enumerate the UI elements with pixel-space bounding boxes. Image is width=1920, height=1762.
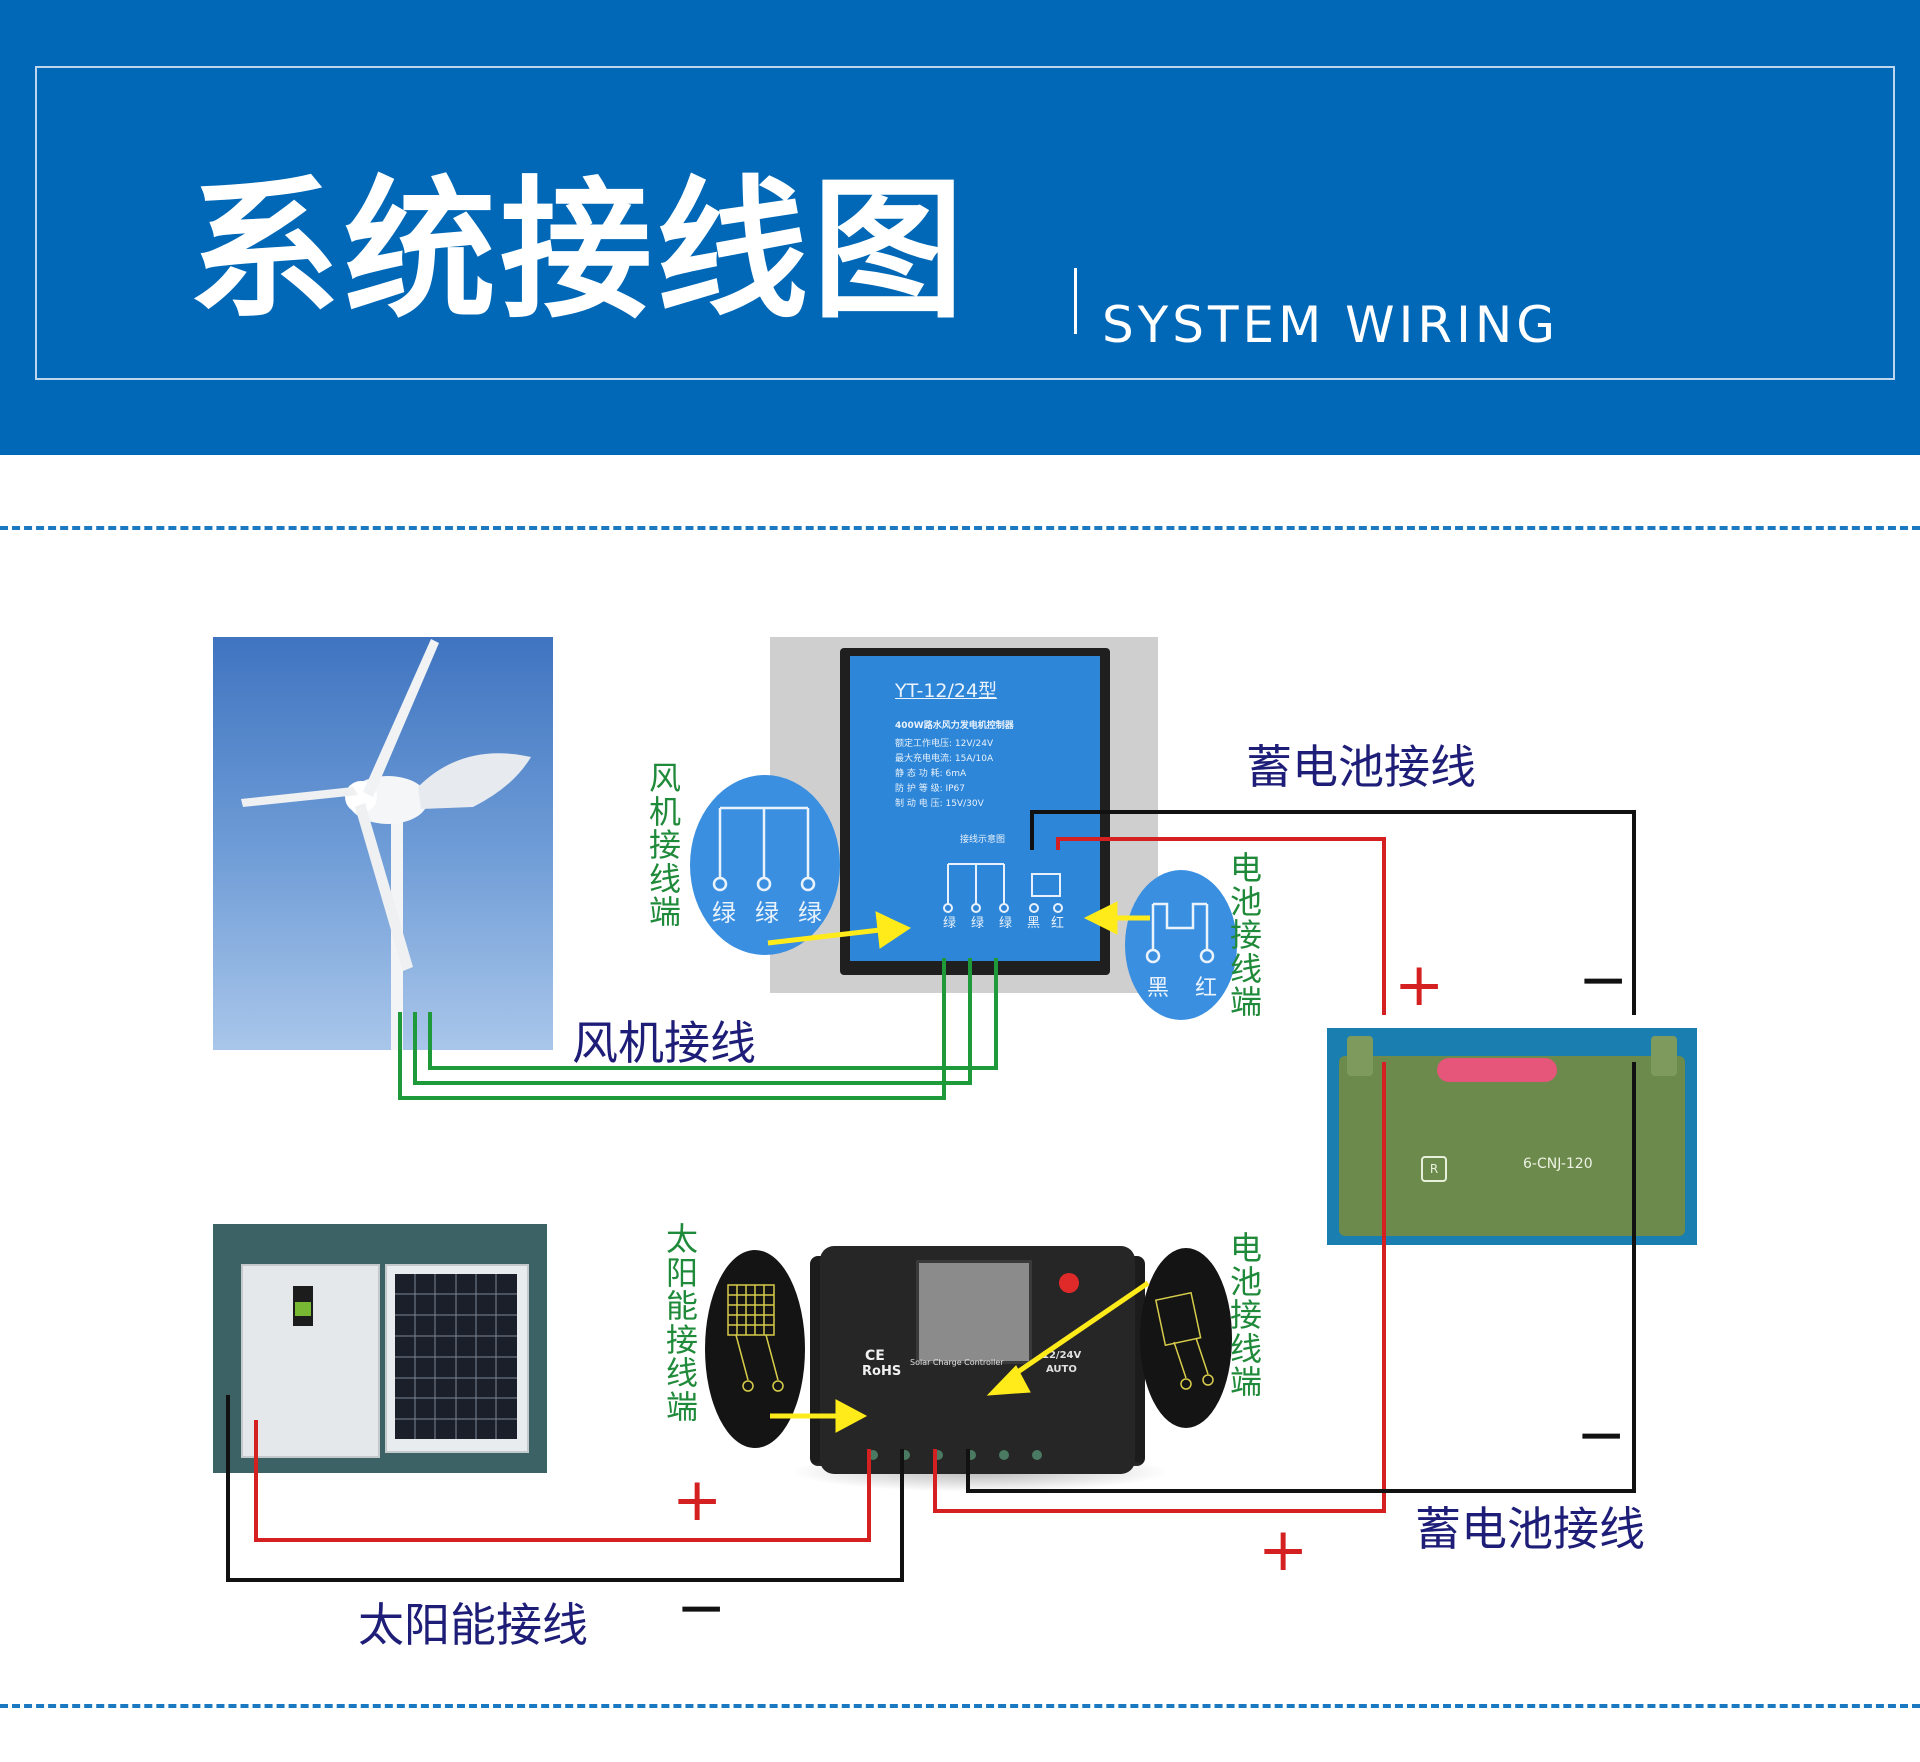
ce-mark: CE xyxy=(865,1348,885,1364)
wind-wire-2 xyxy=(413,958,972,1085)
controller-spec: 防 护 等 级: IP67 xyxy=(895,784,966,794)
battery-handle-left xyxy=(1347,1036,1373,1076)
lcd-display xyxy=(916,1260,1032,1364)
terminal-battery-negative[interactable] xyxy=(966,1450,976,1460)
rohs-mark: RoHS xyxy=(862,1364,902,1379)
solar-panel-front xyxy=(385,1264,529,1453)
arrow-solar-battery-terminal xyxy=(1004,1280,1150,1383)
solar-positive-wire xyxy=(254,1420,871,1542)
battery-plus-sign-top: + xyxy=(1394,950,1445,1020)
battery-terminal-callout: 黑 红 xyxy=(1125,870,1237,1020)
wind-terminal-schematic-icon xyxy=(712,806,816,892)
controller-spec: 最大充电电流: 15A/10A xyxy=(895,754,994,764)
terminal-label: 黑 xyxy=(1027,916,1041,931)
page-subtitle: SYSTEM WIRING xyxy=(1102,296,1560,354)
controller-spec: 制 动 电 压: 15V/30V xyxy=(895,799,984,809)
wind-wire-3 xyxy=(428,958,998,1070)
solar-battery-terminal-callout xyxy=(1140,1248,1232,1428)
terminal-label: 绿 xyxy=(712,899,736,927)
controller-spec: 额定工作电压: 12V/24V xyxy=(895,739,994,749)
terminal-battery-positive[interactable] xyxy=(933,1450,943,1460)
controller-spec: 静 态 功 耗: 6mA xyxy=(895,769,967,779)
arrow-wind-terminal-head xyxy=(875,911,912,949)
terminal-solar-negative[interactable] xyxy=(900,1450,910,1460)
callout-arrows xyxy=(767,901,1150,1433)
battery-schematic-icon xyxy=(1154,1291,1214,1390)
battery-handle-right xyxy=(1651,1036,1677,1076)
solar-controller-photo: CE RoHS Solar Charge Controller 12/24V A… xyxy=(810,1236,1145,1483)
controller-voltage: 12/24V xyxy=(1042,1350,1082,1361)
solar-battery-negative-wire xyxy=(966,1062,1636,1493)
dashed-divider-top xyxy=(0,526,1920,530)
battery-case xyxy=(1339,1056,1685,1236)
terminal-solar-positive[interactable] xyxy=(868,1450,878,1460)
wind-wire-1 xyxy=(398,958,946,1100)
terminal-label: 黑 xyxy=(1147,976,1170,1001)
solar-cells-icon xyxy=(395,1274,517,1439)
battery-minus-sign-top: − xyxy=(1578,945,1629,1015)
arrow-battery-terminal-head xyxy=(1083,901,1118,935)
controller-name: Solar Charge Controller xyxy=(910,1358,1004,1367)
terminal-load-negative[interactable] xyxy=(1032,1450,1042,1460)
solar-panel-schematic-icon xyxy=(727,1284,784,1392)
wind-terminal-callout: 绿 绿 绿 xyxy=(690,775,840,955)
page-title: 系统接线图 xyxy=(188,162,968,339)
wind-controller-terminal-schematic-icon xyxy=(943,863,1063,913)
terminal-label: 绿 xyxy=(971,916,985,931)
solar-plus-sign: + xyxy=(672,1465,723,1535)
terminal-label: 绿 xyxy=(755,899,779,927)
wind-turbine-photo xyxy=(213,637,553,1050)
wind-terminal-label: 风机接线端 xyxy=(648,759,681,932)
junction-box-label xyxy=(295,1302,311,1316)
controller-name: 400W路水风力发电机控制器 xyxy=(895,721,1014,731)
controller-mode: AUTO xyxy=(1046,1364,1077,1375)
title-divider xyxy=(1074,268,1077,334)
wind-battery-negative-wire xyxy=(1030,810,1636,1015)
terminal-label: 绿 xyxy=(943,916,957,931)
setting-button[interactable] xyxy=(1059,1273,1079,1293)
battery-wiring-label-top: 蓄电池接线 xyxy=(1246,740,1476,794)
terminal-label: 绿 xyxy=(798,899,822,927)
solar-panel-back xyxy=(241,1264,380,1458)
battery-cable-coil xyxy=(1437,1058,1557,1082)
battery-terminal-schematic-icon xyxy=(1145,902,1215,964)
solar-terminal-label: 太阳能接线端 xyxy=(665,1220,698,1426)
battery-terminal-label: 电池接线端 xyxy=(1229,849,1262,1022)
controller-model: YT-12/24型 xyxy=(895,680,998,702)
header-frame xyxy=(35,66,1895,380)
solar-minus-sign: − xyxy=(676,1573,727,1643)
terminal-label: 红 xyxy=(1051,916,1065,931)
battery-wiring-label-bottom: 蓄电池接线 xyxy=(1415,1502,1645,1556)
battery-model: 6-CNJ-120 xyxy=(1523,1156,1593,1172)
solar-wiring-label: 太阳能接线 xyxy=(358,1598,588,1652)
arrow-wind-terminal xyxy=(767,927,881,946)
solar-battery-terminal-label: 电池接线端 xyxy=(1229,1229,1262,1402)
solar-negative-wire xyxy=(226,1395,904,1582)
terminal-load-positive[interactable] xyxy=(999,1450,1009,1460)
arrow-solar-terminal-head xyxy=(835,1399,868,1433)
wind-wiring-label: 风机接线 xyxy=(572,1016,756,1070)
battery-brand-logo-icon: R xyxy=(1421,1156,1447,1182)
arrow-solar-battery-terminal-head xyxy=(986,1365,1031,1396)
wind-battery-positive-wire xyxy=(1056,837,1386,1015)
wind-turbine-icon xyxy=(241,639,531,1050)
terminal-label: 红 xyxy=(1195,976,1218,1001)
battery-minus-sign-bottom: − xyxy=(1576,1400,1627,1470)
battery-plus-sign-bottom: + xyxy=(1258,1515,1309,1585)
wind-controller-faceplate: YT-12/24型 400W路水风力发电机控制器 额定工作电压: 12V/24V… xyxy=(850,656,1100,961)
controller-schematic-caption: 接线示意图 xyxy=(960,835,1006,845)
dashed-divider-bottom xyxy=(0,1704,1920,1708)
terminal-label: 绿 xyxy=(999,916,1013,931)
solar-battery-positive-wire xyxy=(933,1062,1386,1513)
wind-wires xyxy=(398,958,998,1100)
solar-panel-photo xyxy=(213,1224,547,1473)
